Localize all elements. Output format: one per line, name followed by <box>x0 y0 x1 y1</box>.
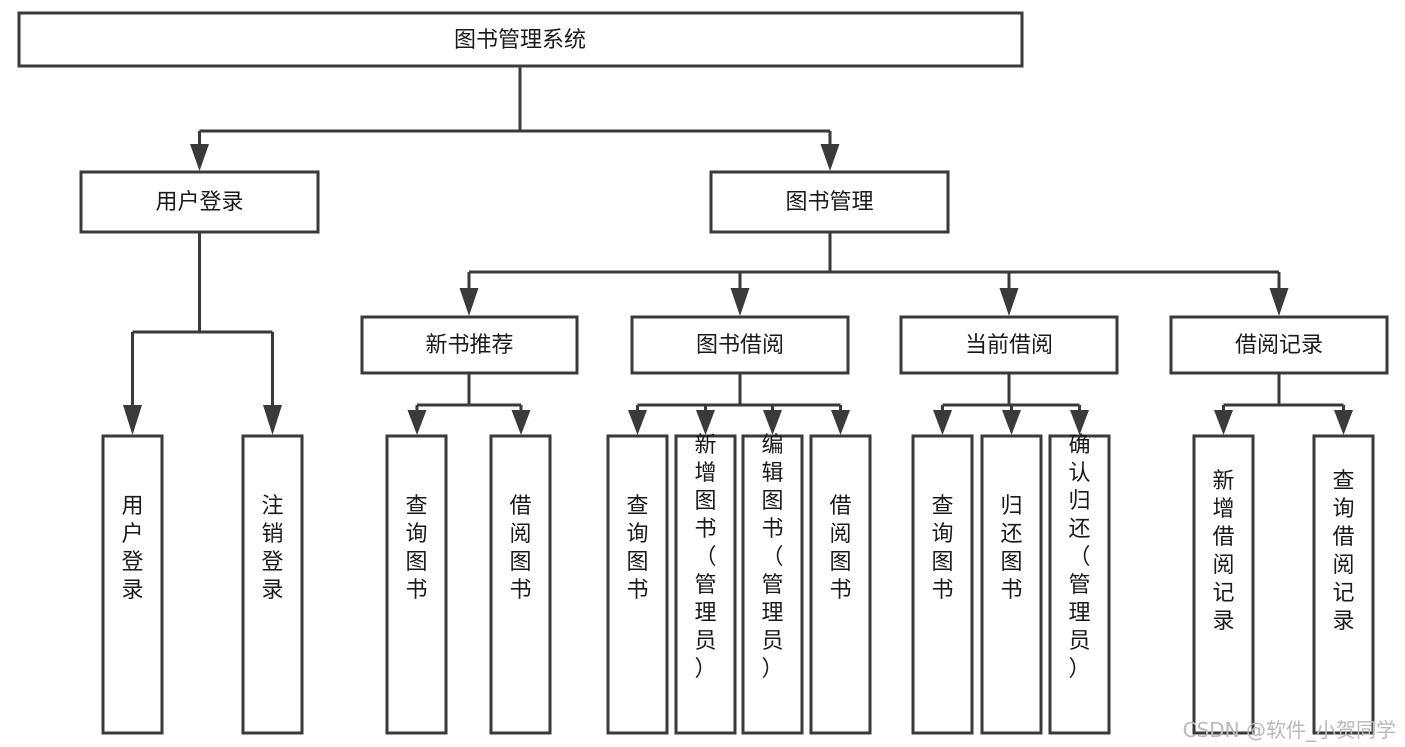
node-borrow-record-box[interactable] <box>1169 315 1389 375</box>
arrow-bb-leaf-1-icon <box>628 410 647 435</box>
arrow-bb-leaf-3-icon <box>763 410 782 435</box>
arrow-cb-leaf-2-icon <box>1002 410 1021 435</box>
leaf-query-record-box[interactable] <box>1312 434 1375 735</box>
arrow-cb-leaf-1-icon <box>933 410 952 435</box>
node-user-login-label: 用户登录 <box>155 190 243 215</box>
leaf-add-book[interactable]: 新增图书（管理员） <box>674 433 737 735</box>
leaf-edit-book-box[interactable] <box>741 434 804 735</box>
node-book-management-box[interactable] <box>709 170 950 234</box>
arrow-bm-to-new-book-icon <box>459 288 479 316</box>
node-borrow-record-label: 借阅记录 <box>1235 333 1323 358</box>
leaf-add-record[interactable]: 新增借阅记录 <box>1192 434 1255 735</box>
leaf-return-book-label: 归还图书 <box>1000 494 1022 603</box>
leaf-user-login[interactable]: 用户登录 <box>101 434 164 735</box>
leaf-query-record[interactable]: 查询借阅记录 <box>1312 434 1375 735</box>
node-book-borrow-label: 图书借阅 <box>696 333 784 358</box>
arrow-ul-leaf-2-icon <box>263 405 282 435</box>
leaf-borrow-book-2[interactable]: 借阅图书 <box>809 434 872 735</box>
leaf-edit-book[interactable]: 编辑图书（管理员） <box>741 433 804 735</box>
leaf-query-book-1[interactable]: 查询图书 <box>385 434 448 735</box>
leaf-user-login-box[interactable] <box>101 434 164 735</box>
csdn-watermark: CSDN @软件_小贺同学 <box>1183 718 1396 742</box>
leaf-borrow-book-2-box[interactable] <box>809 434 872 735</box>
node-borrow-record[interactable]: 借阅记录 <box>1169 315 1389 375</box>
arrow-br-leaf-1-icon <box>1214 410 1233 435</box>
node-book-borrow[interactable]: 图书借阅 <box>630 315 850 375</box>
leaf-confirm-return[interactable]: 确认归还（管理员） <box>1048 433 1111 735</box>
leaf-query-book-2-box[interactable] <box>606 434 669 735</box>
leaf-query-record-label: 查询借阅记录 <box>1332 469 1354 634</box>
leaf-query-book-1-label: 查询图书 <box>405 494 427 603</box>
leaf-add-book-label: 新增图书（管理员） <box>694 433 716 682</box>
arrow-bm-to-book-borrow-icon <box>730 288 750 316</box>
node-new-book-recommend[interactable]: 新书推荐 <box>360 315 579 375</box>
arrow-cb-leaf-3-icon <box>1070 410 1089 435</box>
leaf-return-book-box[interactable] <box>980 434 1043 735</box>
leaf-borrow-book-1[interactable]: 借阅图书 <box>489 434 552 735</box>
arrow-bm-to-current-borrow-icon <box>999 288 1019 316</box>
node-current-borrow-box[interactable] <box>899 315 1119 375</box>
leaf-add-book-box[interactable] <box>674 434 737 735</box>
leaf-add-record-box[interactable] <box>1192 434 1255 735</box>
leaf-query-book-2[interactable]: 查询图书 <box>606 434 669 735</box>
connectors-layer <box>123 66 1353 435</box>
arrow-nbr-leaf-2-icon <box>511 410 531 435</box>
leaf-borrow-book-1-box[interactable] <box>489 434 552 735</box>
node-user-login-box[interactable] <box>79 170 320 234</box>
leaf-add-record-label: 新增借阅记录 <box>1212 469 1234 634</box>
node-new-book-recommend-box[interactable] <box>360 315 579 375</box>
leaf-confirm-return-box[interactable] <box>1048 434 1111 735</box>
arrow-nbr-leaf-1-icon <box>407 410 427 435</box>
arrow-root-to-book-management-icon <box>820 144 840 171</box>
leaf-query-book-1-box[interactable] <box>385 434 448 735</box>
leaf-confirm-return-label: 确认归还（管理员） <box>1068 433 1090 682</box>
arrow-bb-leaf-4-icon <box>831 410 850 435</box>
leaf-edit-book-label: 编辑图书（管理员） <box>761 433 783 682</box>
leaf-query-book-3[interactable]: 查询图书 <box>911 434 974 735</box>
leaf-logout-label: 注销登录 <box>261 494 283 603</box>
leaf-logout-box[interactable] <box>241 434 304 735</box>
node-new-book-recommend-label: 新书推荐 <box>425 333 513 358</box>
node-root-box[interactable] <box>17 11 1024 68</box>
leaf-return-book[interactable]: 归还图书 <box>980 434 1043 735</box>
arrow-root-to-user-login-icon <box>190 144 209 171</box>
node-current-borrow[interactable]: 当前借阅 <box>899 315 1119 375</box>
leaf-user-login-label: 用户登录 <box>121 494 143 603</box>
node-book-borrow-box[interactable] <box>630 315 850 375</box>
arrow-br-leaf-2-icon <box>1334 410 1353 435</box>
arrow-bm-to-borrow-record-icon <box>1269 288 1289 316</box>
node-book-management[interactable]: 图书管理 <box>709 170 950 234</box>
node-root[interactable]: 图书管理系统 <box>17 11 1024 68</box>
node-user-login[interactable]: 用户登录 <box>79 170 320 234</box>
leaf-query-book-3-box[interactable] <box>911 434 974 735</box>
arrow-bb-leaf-2-icon <box>696 410 715 435</box>
leaf-borrow-book-2-label: 借阅图书 <box>829 494 851 603</box>
node-book-management-label: 图书管理 <box>785 190 873 215</box>
node-root-label: 图书管理系统 <box>454 28 586 53</box>
arrow-ul-leaf-1-icon <box>123 405 142 435</box>
node-current-borrow-label: 当前借阅 <box>965 333 1053 358</box>
leaf-query-book-2-label: 查询图书 <box>626 494 648 603</box>
leaf-query-book-3-label: 查询图书 <box>931 494 953 603</box>
leaf-logout[interactable]: 注销登录 <box>241 434 304 735</box>
leaf-borrow-book-1-label: 借阅图书 <box>509 494 531 603</box>
